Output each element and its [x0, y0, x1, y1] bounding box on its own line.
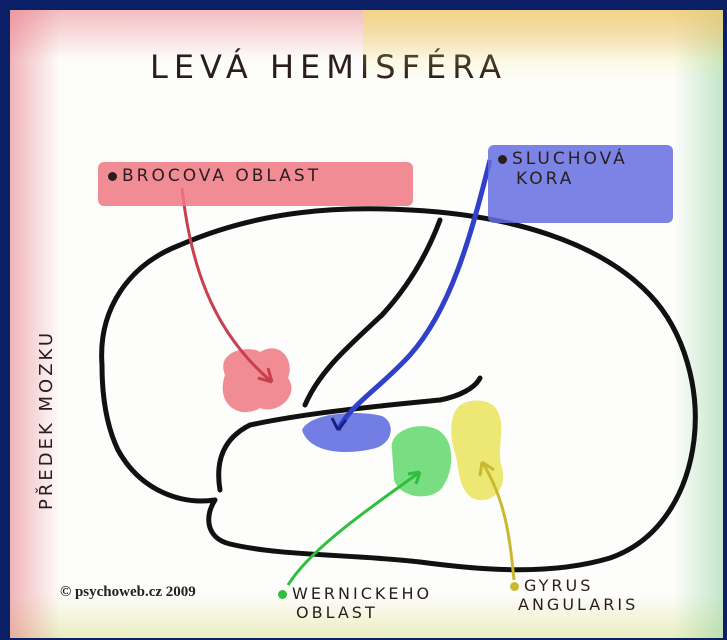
gyrus-label-line2: ANGULARIS: [518, 595, 639, 614]
front-label: PŘEDEK MOZKU: [36, 329, 57, 510]
diagram-title: LEVÁ HEMISFÉRA: [150, 48, 508, 86]
gyrus-label: GYRUS ANGULARIS: [510, 576, 638, 614]
wernicke-arrowhead: [407, 470, 422, 485]
sluchova-label-line1: SLUCHOVÁ: [512, 149, 628, 169]
central-sulcus: [302, 217, 443, 408]
wernicke-label-line1: WERNICKEHO: [292, 584, 433, 603]
wernicke-region: [391, 426, 452, 497]
copyright-notice: © psychoweb.cz 2009: [60, 584, 196, 600]
broca-region: [222, 348, 292, 413]
broca-arrow: [180, 187, 273, 384]
sluchova-label-line2: KORA: [516, 169, 575, 189]
gyrus-arrowhead: [478, 460, 495, 477]
gyrus-arrow: [480, 461, 516, 581]
wernicke-label-line2: OBLAST: [296, 603, 378, 622]
wernicke-dot: [278, 590, 287, 599]
brain-outline: [99, 206, 698, 573]
sluchova-arrowhead: [330, 417, 348, 431]
wernicke-label: WERNICKEHO OBLAST: [278, 584, 432, 622]
broca-label: BROCOVA OBLAST: [122, 166, 322, 186]
auditory-cortex-label-box: SLUCHOVÁ KORA: [488, 145, 673, 223]
gyrus-dot: [510, 582, 519, 591]
brain-diagram: [99, 159, 698, 586]
broca-dot: [108, 171, 117, 181]
sluchova-dot: [498, 154, 507, 164]
broca-label-box: BROCOVA OBLAST: [98, 162, 413, 206]
sluchova-arrow: [335, 159, 493, 432]
lateral-sulcus: [216, 375, 483, 493]
broca-arrowhead: [257, 367, 274, 384]
gyrus-label-line1: GYRUS: [524, 576, 594, 595]
wernicke-arrow: [286, 470, 421, 586]
diagram-frame: LEVÁ HEMISFÉRA PŘEDEK MOZKU BROCOVA OBLA…: [10, 10, 723, 638]
auditory-cortex-region: [302, 412, 391, 453]
